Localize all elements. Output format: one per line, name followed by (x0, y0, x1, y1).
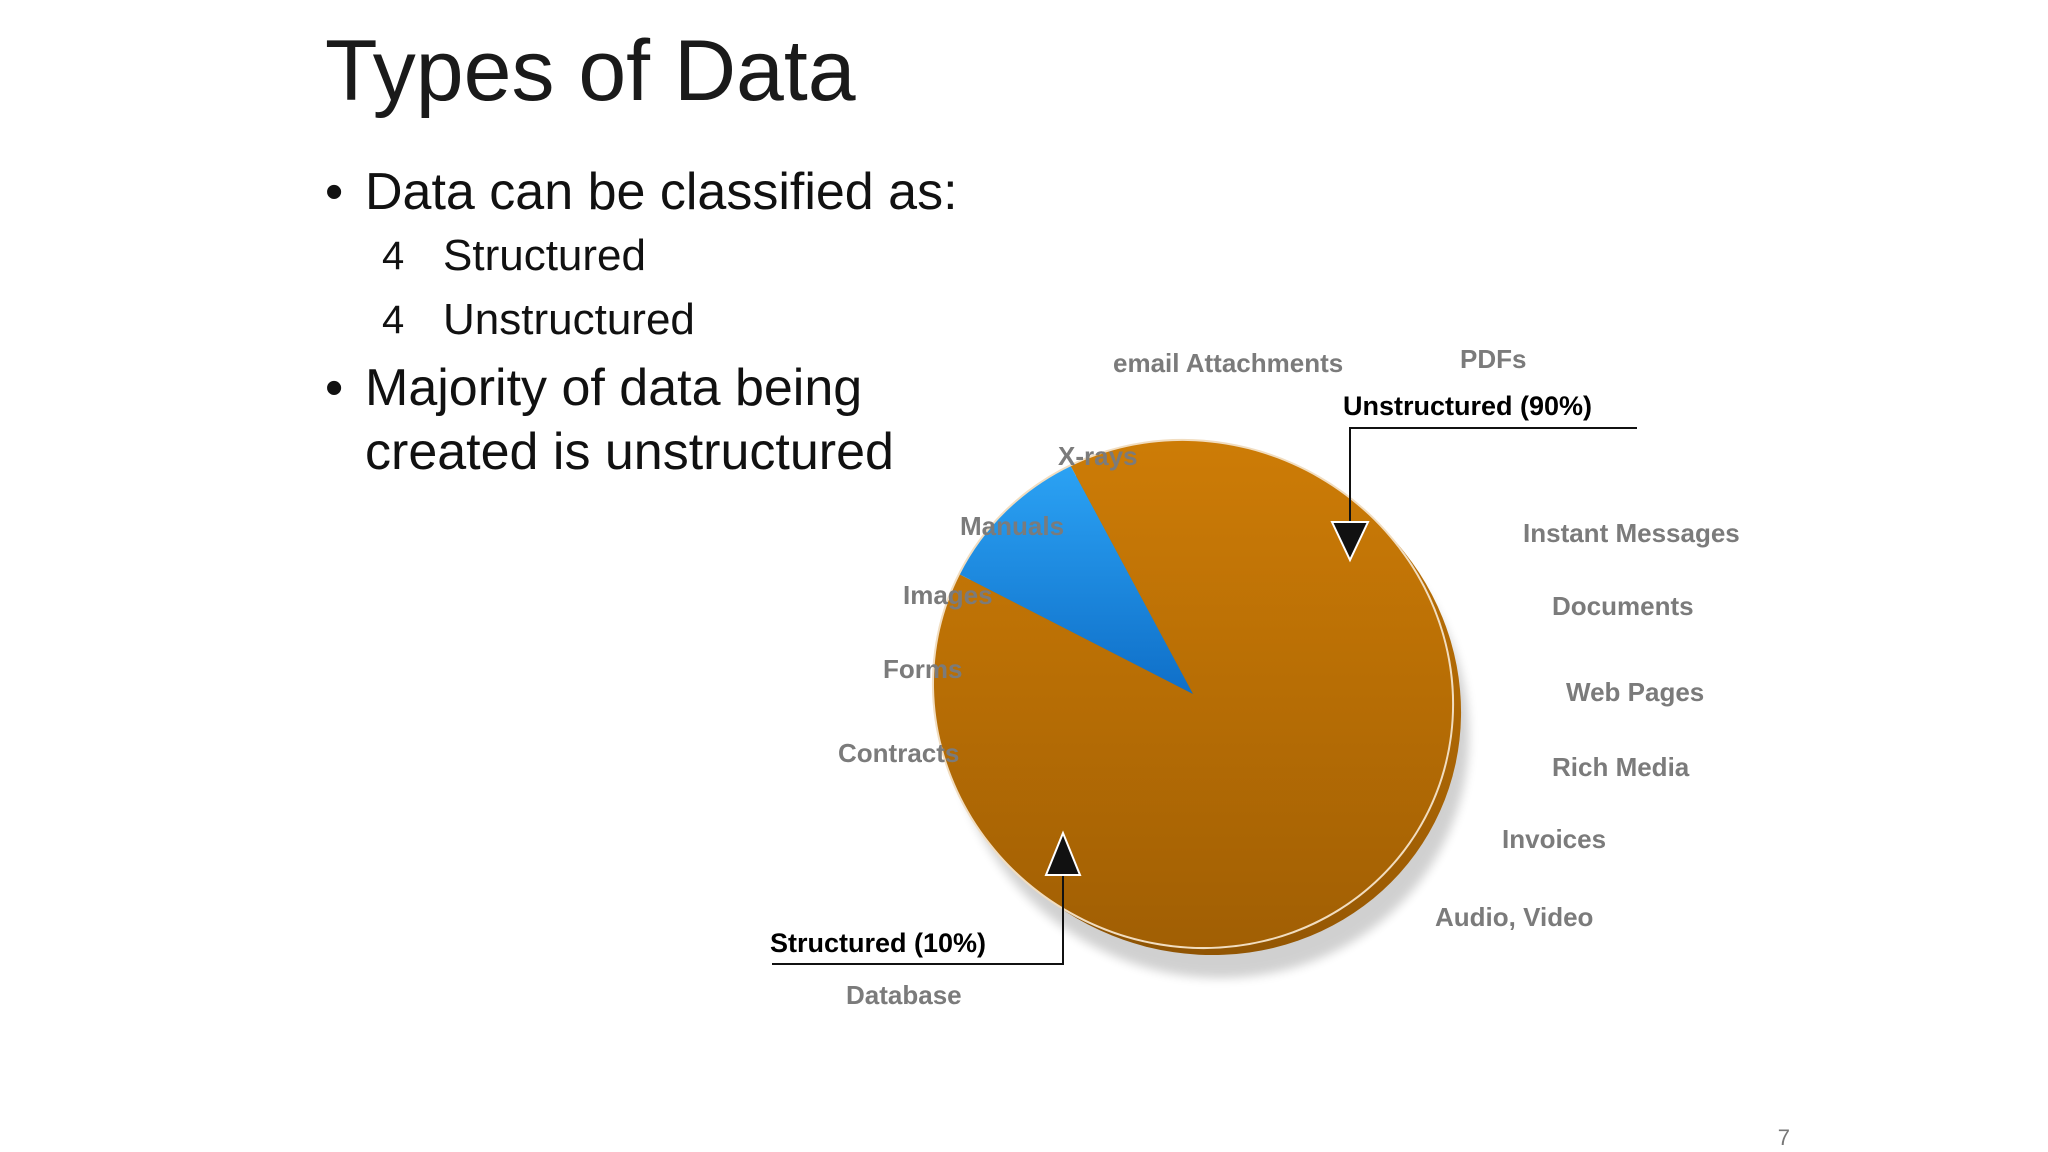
category-label-forms: Forms (883, 654, 962, 684)
structured-callout-line (772, 865, 1064, 965)
unstructured-callout-line (1349, 427, 1637, 535)
pie-slice-structured (959, 466, 1193, 694)
pie-slice-unstructured (933, 440, 1453, 948)
structured-slice-label: Structured (10%) (770, 928, 986, 958)
sub-bullet-marker: 4 (382, 234, 405, 278)
bullet-majority: • Majority of data being created is unst… (325, 356, 958, 484)
category-label-web-pages: Web Pages (1566, 677, 1704, 707)
category-label-contracts: Contracts (838, 738, 959, 768)
category-label-instant-messages: Instant Messages (1523, 518, 1740, 548)
category-label-audio-video: Audio, Video (1435, 902, 1593, 932)
category-label-documents: Documents (1552, 591, 1694, 621)
bullet-list: • Data can be classified as: 4 Structure… (325, 160, 958, 484)
structured-arrow (1044, 830, 1082, 876)
sub-bullet-text: Structured (443, 231, 646, 280)
unstructured-slice-label: Unstructured (90%) (1343, 391, 1592, 421)
bullet-text-line-2: created is unstructured (365, 423, 894, 481)
category-label-manuals: Manuals (960, 511, 1064, 541)
sub-bullet-marker: 4 (382, 298, 405, 342)
bullet-text-line-1: Majority of data being (365, 359, 863, 417)
category-label-rich-media: Rich Media (1552, 752, 1690, 782)
callouts: Unstructured (90%) Structured (10%) (770, 391, 1637, 965)
category-label-database: Database (846, 980, 962, 1010)
category-label-email-attachments: email Attachments (1113, 348, 1343, 378)
slide-title: Types of Data (325, 23, 856, 119)
unstructured-arrow (1330, 521, 1370, 563)
sub-bullet-structured: 4 Structured (325, 224, 958, 288)
sub-bullet-unstructured: 4 Unstructured (325, 288, 958, 352)
bullet-classification: • Data can be classified as: (325, 160, 958, 224)
category-label-pdfs: PDFs (1460, 344, 1526, 374)
sub-bullet-text: Unstructured (443, 295, 695, 344)
bullet-marker: • (325, 359, 344, 417)
page-number: 7 (1777, 1125, 1790, 1150)
bullet-text: Data can be classified as: (365, 163, 958, 221)
category-label-invoices: Invoices (1502, 824, 1606, 854)
pie-slices (933, 440, 1453, 948)
category-label-x-rays: X-rays (1058, 441, 1138, 471)
category-label-images: Images (903, 580, 993, 610)
category-labels: email Attachments PDFs X-rays Manuals Im… (838, 344, 1740, 1010)
bullet-marker: • (325, 163, 344, 221)
